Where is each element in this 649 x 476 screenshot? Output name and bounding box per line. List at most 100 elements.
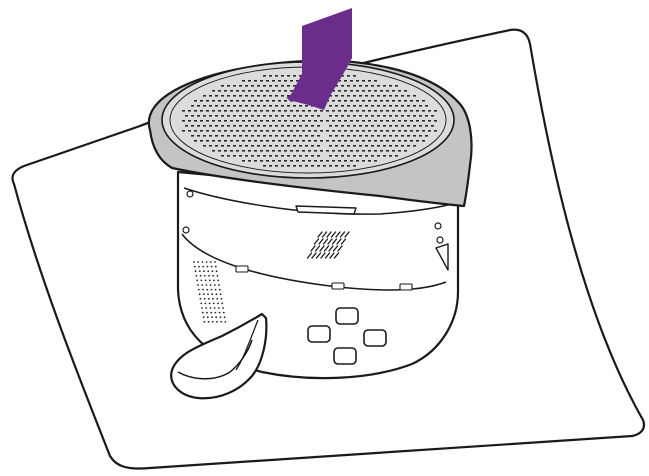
grille-hole xyxy=(401,145,404,147)
grille-hole xyxy=(401,125,404,127)
vent-dot xyxy=(208,321,210,323)
grille-hole xyxy=(281,145,284,147)
grille-hole xyxy=(200,130,203,132)
control-button-right[interactable] xyxy=(364,330,386,346)
vent-dot xyxy=(216,298,218,300)
control-button-up[interactable] xyxy=(336,308,358,324)
grille-hole xyxy=(380,130,383,132)
vent-dot xyxy=(221,298,223,300)
grille-hole xyxy=(236,120,239,122)
grille-hole xyxy=(272,120,275,122)
grille-hole xyxy=(257,155,260,157)
grille-hole xyxy=(371,105,374,107)
grille-hole xyxy=(413,125,416,127)
grille-hole xyxy=(287,85,290,87)
grille-hole xyxy=(191,105,194,107)
grille-hole xyxy=(422,140,425,142)
grille-hole xyxy=(353,165,356,167)
grille-hole xyxy=(317,125,320,127)
grille-hole xyxy=(371,115,374,117)
grille-hole xyxy=(257,95,260,97)
vent-dot xyxy=(201,307,203,309)
grille-hole xyxy=(272,160,275,162)
grille-hole xyxy=(275,115,278,117)
grille-hole xyxy=(395,95,398,97)
grille-hole xyxy=(320,120,323,122)
grille-hole xyxy=(275,165,278,167)
grille-hole xyxy=(401,105,404,107)
grille-hole xyxy=(362,130,365,132)
vent-dot xyxy=(206,284,208,286)
vent-dot xyxy=(222,307,224,309)
grille-hole xyxy=(359,125,362,127)
grille-hole xyxy=(266,100,269,102)
control-button-down[interactable] xyxy=(334,348,356,364)
grille-hole xyxy=(428,130,431,132)
grille-hole xyxy=(332,120,335,122)
grille-hole xyxy=(410,110,413,112)
grille-hole xyxy=(296,140,299,142)
grille-hole xyxy=(326,110,329,112)
grille-hole xyxy=(386,140,389,142)
grille-hole xyxy=(356,100,359,102)
grille-hole xyxy=(389,95,392,97)
grille-hole xyxy=(218,90,221,92)
grille-hole xyxy=(275,85,278,87)
grille-hole xyxy=(254,130,257,132)
grille-hole xyxy=(368,140,371,142)
vent-dot xyxy=(213,303,215,305)
grille-hole xyxy=(314,150,317,152)
grille-hole xyxy=(362,150,365,152)
grille-hole xyxy=(212,100,215,102)
vent-dot xyxy=(210,261,212,263)
grille-hole xyxy=(194,100,197,102)
grille-hole xyxy=(380,90,383,92)
grille-hole xyxy=(395,145,398,147)
grille-hole xyxy=(284,140,287,142)
grille-hole xyxy=(407,125,410,127)
grille-hole xyxy=(251,105,254,107)
grille-hole xyxy=(353,155,356,157)
vent-dot xyxy=(206,289,208,291)
vent-dot xyxy=(219,289,221,291)
grille-hole xyxy=(338,120,341,122)
grille-hole xyxy=(212,150,215,152)
grille-hole xyxy=(395,135,398,137)
grille-hole xyxy=(245,105,248,107)
grille-hole xyxy=(257,145,260,147)
grille-hole xyxy=(341,85,344,87)
grille-hole xyxy=(275,135,278,137)
grille-hole xyxy=(347,165,350,167)
grille-hole xyxy=(209,95,212,97)
grille-hole xyxy=(362,140,365,142)
grille-hole xyxy=(242,160,245,162)
grille-hole xyxy=(383,135,386,137)
grille-hole xyxy=(332,140,335,142)
grille-hole xyxy=(302,130,305,132)
screw xyxy=(437,237,443,243)
grille-hole xyxy=(197,115,200,117)
grille-hole xyxy=(398,140,401,142)
grille-hole xyxy=(350,120,353,122)
grille-hole xyxy=(287,105,290,107)
grille-hole xyxy=(311,135,314,137)
grille-hole xyxy=(260,110,263,112)
grille-hole xyxy=(332,150,335,152)
grille-hole xyxy=(275,105,278,107)
grille-hole xyxy=(368,90,371,92)
vent-dot xyxy=(213,280,215,282)
grille-hole xyxy=(317,135,320,137)
grille-hole xyxy=(194,120,197,122)
grille-hole xyxy=(290,90,293,92)
grille-hole xyxy=(212,110,215,112)
control-button-left[interactable] xyxy=(308,326,330,342)
grille-hole xyxy=(290,80,293,82)
grille-hole xyxy=(383,85,386,87)
grille-hole xyxy=(386,110,389,112)
grille-hole xyxy=(356,120,359,122)
grille-hole xyxy=(293,115,296,117)
grille-hole xyxy=(299,155,302,157)
grille-hole xyxy=(320,160,323,162)
grille-hole xyxy=(359,85,362,87)
grille-hole xyxy=(326,130,329,132)
